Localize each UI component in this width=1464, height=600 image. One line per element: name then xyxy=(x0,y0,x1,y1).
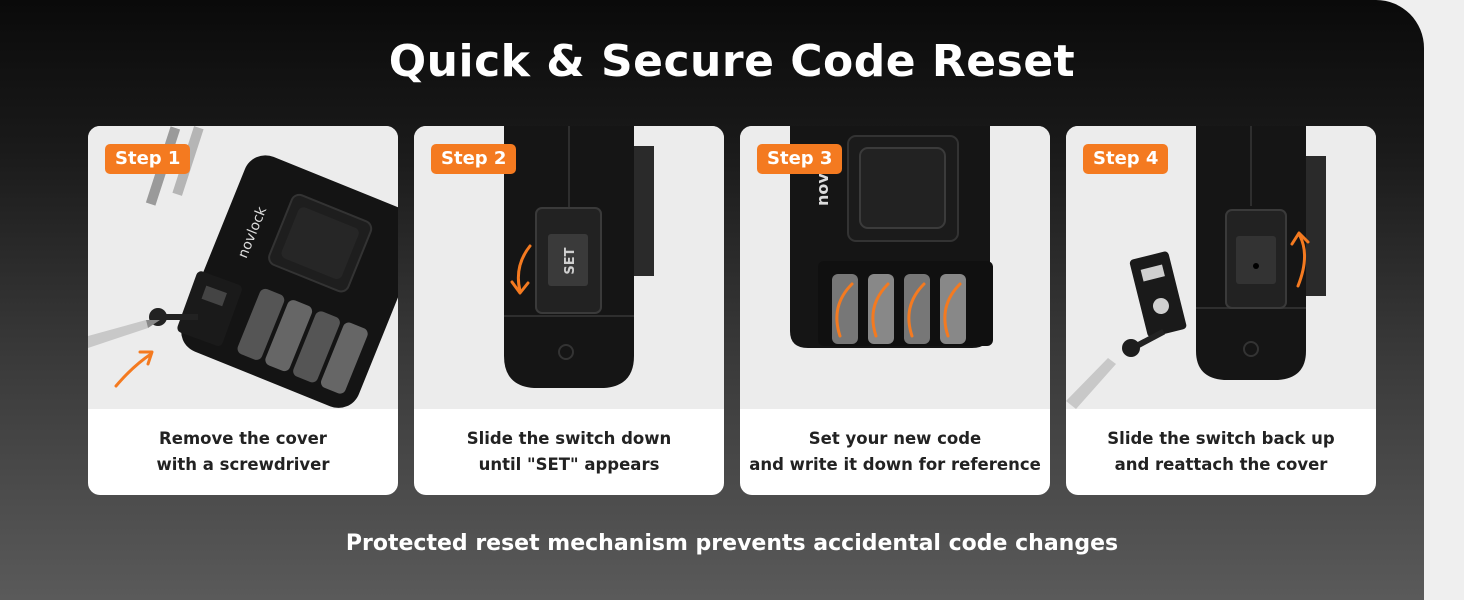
step-card-4: Step 4 Slide the switch back up and reat… xyxy=(1066,126,1376,495)
step-2-photo: SET Step 2 xyxy=(414,126,724,409)
step-1-photo: novlock Step 1 xyxy=(88,126,398,409)
caption-line-2: and reattach the cover xyxy=(1114,455,1328,474)
step-badge: Step 2 xyxy=(431,144,517,174)
set-label: SET xyxy=(563,247,578,274)
caption-line-1: Slide the switch back up xyxy=(1107,429,1335,448)
step-caption: Slide the switch down until "SET" appear… xyxy=(414,409,724,495)
step-caption: Slide the switch back up and reattach th… xyxy=(1066,409,1376,495)
caption-line-1: Slide the switch down xyxy=(466,429,672,448)
lock-cover-removal-illustration: novlock xyxy=(88,126,398,408)
step-caption: Set your new code and write it down for … xyxy=(740,409,1050,495)
caption-line-2: and write it down for reference xyxy=(749,455,1041,474)
caption-line-2: with a screwdriver xyxy=(156,455,330,474)
page-title: Quick & Secure Code Reset xyxy=(388,36,1076,87)
footer-tagline: Protected reset mechanism prevents accid… xyxy=(345,531,1119,556)
step-badge: Step 4 xyxy=(1083,144,1169,174)
step-badge: Step 1 xyxy=(105,144,191,174)
step-caption: Remove the cover with a screwdriver xyxy=(88,409,398,495)
caption-line-1: Remove the cover xyxy=(159,429,327,448)
caption-line-2: until "SET" appears xyxy=(478,455,660,474)
switch-slide-down-illustration: SET xyxy=(504,126,654,388)
set-code-illustration: novlo xyxy=(790,126,993,348)
step-4-photo: Step 4 xyxy=(1066,126,1376,409)
reattach-cover-illustration xyxy=(1066,126,1326,409)
step-3-photo: novlo Step 3 xyxy=(740,126,1050,409)
step-card-1: novlock Step 1 Remove the cover xyxy=(88,126,398,495)
step-card-3: novlo Step 3 Set your new code and write… xyxy=(740,126,1050,495)
caption-line-1: Set your new code xyxy=(808,429,982,448)
step-badge: Step 3 xyxy=(757,144,843,174)
step-card-2: SET Step 2 Slide the switch down until "… xyxy=(414,126,724,495)
